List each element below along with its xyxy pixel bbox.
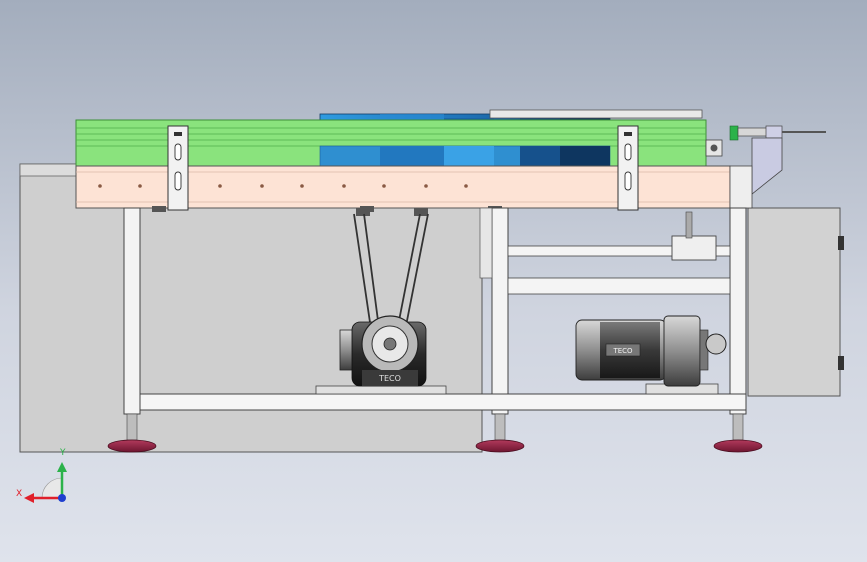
tension-screw	[705, 125, 826, 209]
drive-motor-left: TECO	[315, 315, 447, 395]
motor-left-nameplate: TECO	[378, 374, 401, 383]
x-axis-label: X	[16, 489, 22, 499]
foot-middle	[475, 413, 525, 453]
foot-left	[107, 413, 157, 453]
view-triad[interactable]: Y X	[16, 448, 67, 503]
right-electrical-box	[747, 207, 844, 397]
y-axis-label: Y	[59, 448, 66, 458]
support-frame	[123, 207, 747, 415]
foot-right	[713, 413, 763, 453]
motor-right-nameplate: TECO	[612, 347, 633, 355]
drive-motor-right: TECO	[575, 211, 727, 395]
guide-bracket-right	[617, 125, 639, 211]
drive-belts	[353, 208, 429, 337]
guide-bracket-left	[167, 125, 189, 211]
leveling-feet	[107, 413, 763, 453]
z-axis-dot	[58, 494, 66, 502]
